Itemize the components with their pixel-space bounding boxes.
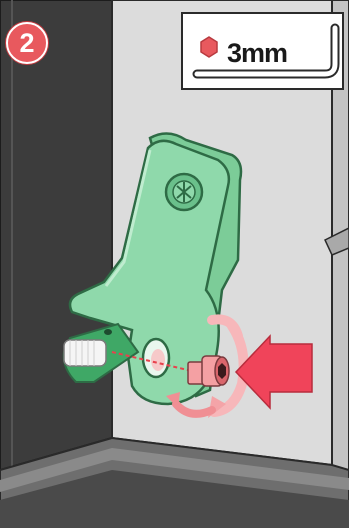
cabinet-side-panel — [0, 0, 112, 470]
required-tool-box: 3mm — [181, 12, 344, 90]
step-number-badge: 2 — [6, 22, 48, 64]
tool-size-label: 3mm — [227, 38, 287, 69]
hexagon-icon — [201, 37, 217, 57]
